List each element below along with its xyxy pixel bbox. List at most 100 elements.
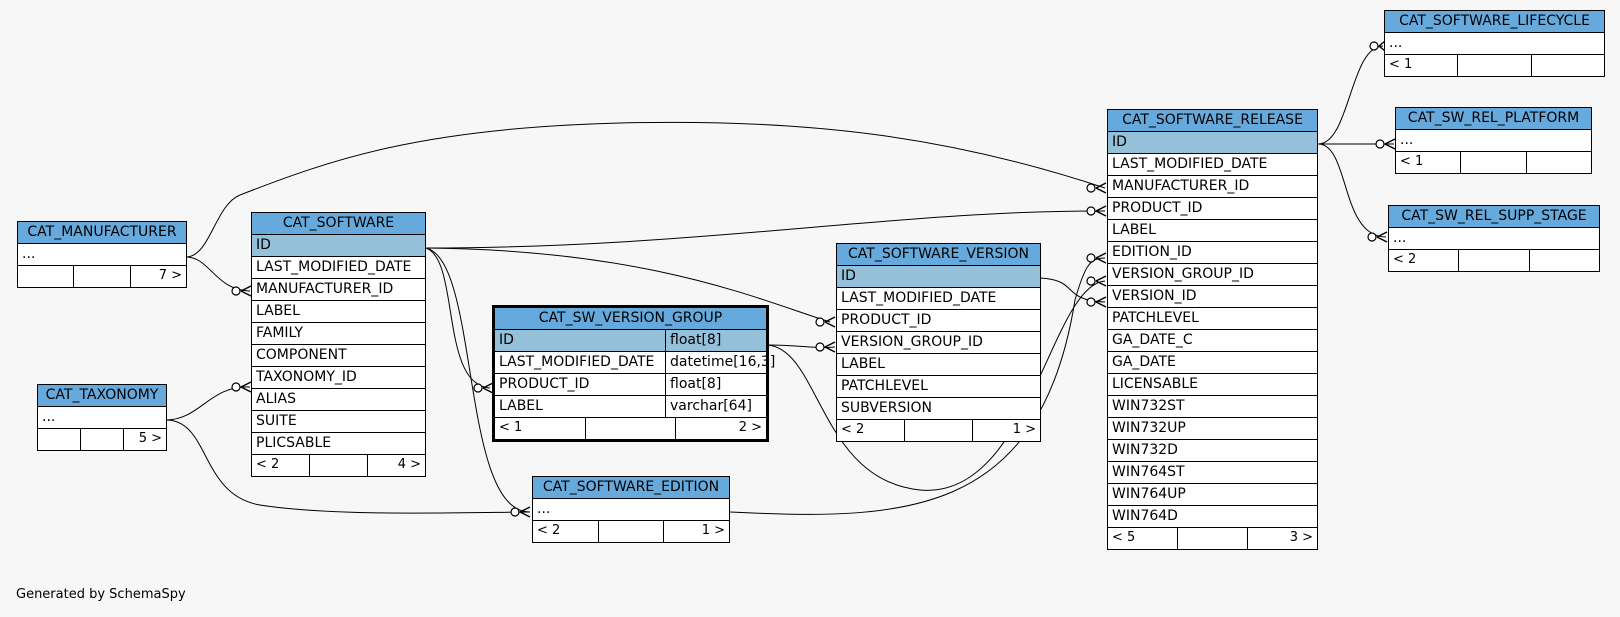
parents-count: < 5 (1108, 528, 1178, 549)
table-title: CAT_TAXONOMY (38, 385, 166, 407)
column-row: SUBVERSION (841, 400, 932, 416)
children-count: 1 > (1012, 422, 1036, 437)
children-count: 4 > (397, 457, 421, 472)
zero-marker (815, 317, 825, 327)
columns-count (74, 266, 131, 287)
column-row: ID (841, 268, 856, 284)
column-type: varchar[64] (665, 396, 766, 417)
table-cat-manufacturer[interactable]: CAT_MANUFACTURER ... 7 > (17, 221, 187, 288)
columns-count (586, 418, 677, 439)
columns-count (599, 521, 665, 542)
columns-count (310, 455, 368, 476)
columns-count (1461, 152, 1527, 173)
crowfoot-marker (824, 341, 836, 353)
children-count: 5 > (138, 431, 162, 446)
parents-count (18, 266, 75, 287)
crowfoot-marker (1095, 296, 1107, 308)
column-row: SUITE (256, 413, 297, 429)
table-cat-software[interactable]: CAT_SOFTWARE ID LAST_MODIFIED_DATE MANUF… (251, 212, 426, 477)
column-row: PATCHLEVEL (1112, 310, 1199, 326)
parents-count (38, 429, 81, 450)
column-row: LABEL (256, 303, 300, 319)
crowfoot-marker (1384, 138, 1396, 150)
edge-software-version-product (425, 247, 831, 323)
column-row: PLICSABLE (256, 435, 332, 451)
column-name: ID (499, 332, 514, 348)
column-row: MANUFACTURER_ID (1112, 178, 1250, 194)
columns-count (1458, 55, 1532, 76)
zero-marker (1375, 139, 1385, 149)
column-row: GA_DATE (1112, 354, 1176, 370)
children-count (1530, 250, 1599, 271)
columns-count (81, 429, 124, 450)
column-row: LAST_MODIFIED_DATE (1112, 156, 1268, 172)
column-row: ID (256, 237, 271, 253)
column-row: ... (42, 409, 56, 425)
column-row: TAXONOMY_ID (256, 369, 357, 385)
column-name: PRODUCT_ID (499, 376, 590, 392)
zero-marker (510, 507, 520, 517)
column-row: ID (1112, 134, 1127, 150)
column-name: LAST_MODIFIED_DATE (499, 354, 655, 370)
column-row: VERSION_ID (1112, 288, 1197, 304)
parents-count: < 2 (252, 455, 310, 476)
crowfoot-marker (1095, 275, 1107, 287)
edge-software-vg-product (425, 247, 491, 389)
column-row: ... (537, 501, 551, 517)
zero-marker (1086, 206, 1096, 216)
column-name: LABEL (499, 398, 543, 414)
table-cat-software-version[interactable]: CAT_SOFTWARE_VERSION ID LAST_MODIFIED_DA… (836, 243, 1041, 442)
children-count: 7 > (158, 268, 182, 283)
edge-release-lifecycle (1317, 45, 1384, 145)
column-row: ... (1389, 35, 1403, 51)
table-cat-software-edition[interactable]: CAT_SOFTWARE_EDITION ... < 2 1 > (532, 476, 730, 543)
edge-taxonomy-edition (165, 419, 531, 514)
column-row: LAST_MODIFIED_DATE (256, 259, 412, 275)
table-title: CAT_SOFTWARE_RELEASE (1108, 110, 1317, 132)
column-row: WIN764D (1112, 508, 1178, 524)
children-count (1527, 152, 1591, 173)
crowfoot-marker (1095, 205, 1107, 217)
column-row: ... (1393, 230, 1407, 246)
column-row: ... (1400, 132, 1414, 148)
column-row: ... (22, 246, 36, 262)
zero-marker (231, 286, 241, 296)
edge-manufacturer-software (185, 256, 251, 292)
parents-count: < 1 (1396, 152, 1462, 173)
column-type: datetime[16,3] (665, 352, 775, 373)
table-cat-software-lifecycle[interactable]: CAT_SOFTWARE_LIFECYCLE ... < 1 (1384, 10, 1605, 77)
table-cat-software-release[interactable]: CAT_SOFTWARE_RELEASE ID LAST_MODIFIED_DA… (1107, 109, 1318, 550)
edge-release-suppstage (1317, 143, 1387, 238)
columns-count (1178, 528, 1248, 549)
parents-count: < 2 (533, 521, 599, 542)
table-title: CAT_SOFTWARE_LIFECYCLE (1385, 11, 1604, 33)
table-cat-sw-rel-supp-stage[interactable]: CAT_SW_REL_SUPP_STAGE ... < 2 (1388, 205, 1600, 272)
column-row: WIN732D (1112, 442, 1178, 458)
column-type: float[8] (665, 374, 766, 395)
column-row: VERSION_GROUP_ID (1112, 266, 1254, 282)
edge-taxonomy-software (165, 386, 251, 421)
zero-marker (231, 382, 241, 392)
zero-marker (1086, 183, 1096, 193)
crowfoot-marker (519, 506, 531, 518)
table-cat-taxonomy[interactable]: CAT_TAXONOMY ... 5 > (37, 384, 167, 451)
zero-marker (1086, 253, 1096, 263)
table-title: CAT_SOFTWARE_VERSION (837, 244, 1040, 266)
table-cat-sw-version-group[interactable]: CAT_SW_VERSION_GROUP ID float[8] LAST_MO… (492, 305, 775, 442)
zero-marker (1086, 297, 1096, 307)
column-row: WIN764UP (1112, 486, 1186, 502)
column-row: LICENSABLE (1112, 376, 1198, 392)
zero-marker (1369, 41, 1379, 51)
crowfoot-marker (240, 381, 252, 393)
table-title: CAT_SW_VERSION_GROUP (495, 308, 766, 330)
column-row: EDITION_ID (1112, 244, 1192, 260)
children-count: 3 > (1289, 530, 1313, 545)
crowfoot-marker (240, 285, 252, 297)
edge-software-release-product (425, 210, 1106, 249)
table-cat-sw-rel-platform[interactable]: CAT_SW_REL_PLATFORM ... < 1 (1395, 107, 1592, 174)
column-row: PRODUCT_ID (1112, 200, 1203, 216)
column-row: COMPONENT (256, 347, 347, 363)
column-row: GA_DATE_C (1112, 332, 1193, 348)
zero-marker (473, 383, 483, 393)
